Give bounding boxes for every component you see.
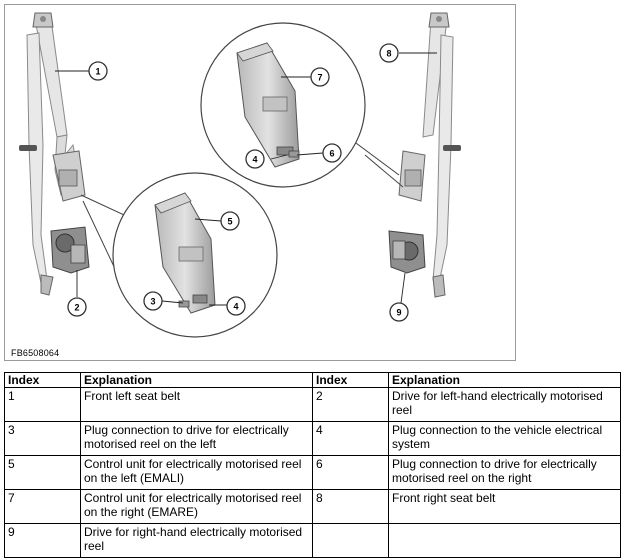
table-row: 9 Drive for right-hand electrically moto… — [4, 523, 621, 558]
explanation-cell: Plug connection to drive for electricall… — [388, 455, 621, 490]
header-explanation-right: Explanation — [388, 372, 621, 388]
seat-belt-illustration: 1 2 3 4 5 6 7 8 9 4 — [19, 12, 461, 338]
table-row: 7 Control unit for electrically motorise… — [4, 489, 621, 524]
explanation-cell: Drive for left-hand electrically motoris… — [388, 387, 621, 422]
index-cell: 1 — [4, 387, 81, 422]
header-index-right: Index — [312, 372, 389, 388]
table-row: 3 Plug connection to drive for electrica… — [4, 421, 621, 456]
callout-5: 5 — [220, 211, 240, 231]
svg-text:4: 4 — [252, 155, 257, 165]
callout-6: 6 — [322, 143, 342, 163]
leader-lines — [55, 52, 437, 306]
svg-text:6: 6 — [329, 149, 334, 159]
table-row: 1 Front left seat belt 2 Drive for left-… — [4, 387, 621, 422]
svg-text:3: 3 — [150, 297, 155, 307]
callout-8: 8 — [379, 43, 399, 63]
callout-2: 2 — [67, 297, 87, 317]
right-detail-magnifier — [200, 22, 404, 188]
index-cell: 6 — [312, 455, 389, 490]
index-cell: 9 — [4, 523, 81, 558]
left-detail-magnifier — [80, 172, 278, 338]
legend-header-row: Index Explanation Index Explanation — [4, 372, 621, 388]
callout-4-right: 4 — [245, 149, 265, 169]
callout-9: 9 — [389, 302, 409, 322]
index-cell: 4 — [312, 421, 389, 456]
index-cell: 3 — [4, 421, 81, 456]
svg-text:2: 2 — [74, 303, 79, 313]
callout-1: 1 — [88, 61, 108, 81]
seat-belt-figure: 1 2 3 4 5 6 7 8 9 4 FB6508064 — [4, 4, 516, 361]
callout-3: 3 — [143, 291, 163, 311]
header-index-left: Index — [4, 372, 81, 388]
callout-7: 7 — [310, 67, 330, 87]
explanation-cell: Control unit for electrically motorised … — [80, 489, 313, 524]
index-cell: 5 — [4, 455, 81, 490]
explanation-cell: Front right seat belt — [388, 489, 621, 524]
svg-text:5: 5 — [227, 217, 232, 227]
table-row: 5 Control unit for electrically motorise… — [4, 455, 621, 490]
svg-text:1: 1 — [95, 67, 100, 77]
explanation-cell: Plug connection to drive for electricall… — [80, 421, 313, 456]
index-cell: 2 — [312, 387, 389, 422]
explanation-cell: Control unit for electrically motorised … — [80, 455, 313, 490]
svg-text:4: 4 — [233, 302, 238, 312]
explanation-cell: Plug connection to the vehicle electrica… — [388, 421, 621, 456]
right-seat-belt — [388, 12, 461, 298]
svg-text:9: 9 — [396, 308, 401, 318]
explanation-cell: Drive for right-hand electrically motori… — [80, 523, 313, 558]
left-seat-belt — [19, 12, 90, 296]
header-explanation-left: Explanation — [80, 372, 313, 388]
index-cell: 8 — [312, 489, 389, 524]
svg-text:7: 7 — [317, 73, 322, 83]
callout-4: 4 — [226, 296, 246, 316]
index-cell — [312, 523, 389, 558]
explanation-cell: Front left seat belt — [80, 387, 313, 422]
explanation-cell — [388, 523, 621, 558]
svg-text:8: 8 — [386, 49, 391, 59]
legend-table: Index Explanation Index Explanation 1 Fr… — [4, 372, 621, 558]
figure-id-label: FB6508064 — [11, 348, 60, 358]
index-cell: 7 — [4, 489, 81, 524]
